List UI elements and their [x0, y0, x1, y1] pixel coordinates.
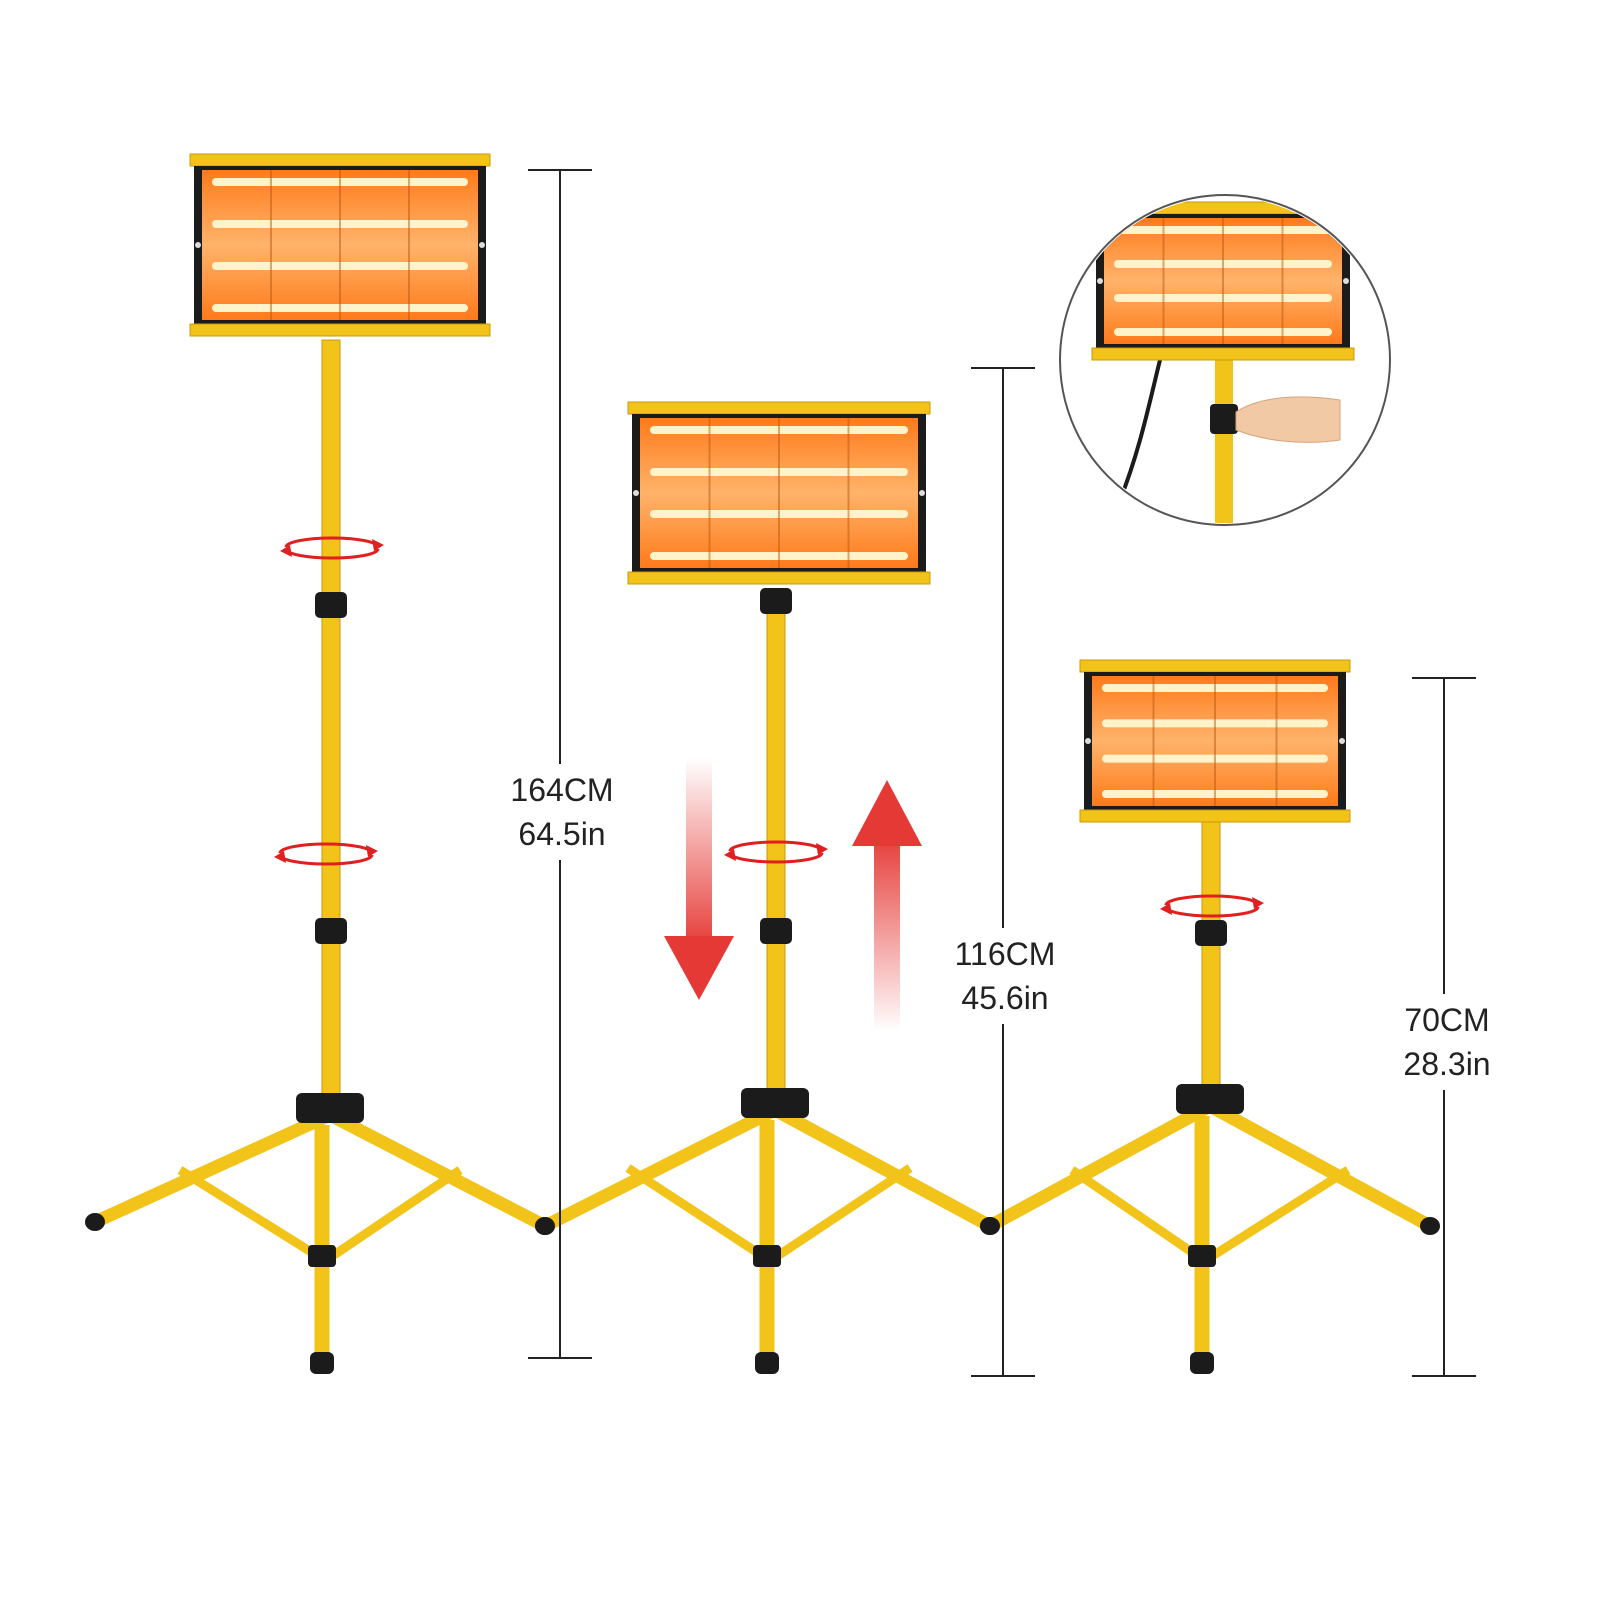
left-tripod-hub [296, 1093, 364, 1123]
dimension-cm-116: 116CM [954, 936, 1056, 972]
detail-hand [1235, 396, 1341, 443]
dimension-in-164: 64.5in [518, 816, 606, 852]
right-pole-lock-knob [1195, 920, 1227, 946]
left-pole [321, 339, 341, 1116]
up-arrow-shaft [874, 842, 900, 1032]
middle-rotate-arrow-icon [724, 840, 828, 864]
left-pole-lock-knob [315, 918, 347, 944]
middle-heater-stand [535, 401, 1000, 1374]
right-tripod-hub [1176, 1084, 1244, 1114]
left-brace-right [331, 1166, 463, 1259]
left-screw [195, 242, 201, 248]
left-rotate-head-left [280, 545, 292, 557]
middle-leg-right [768, 1103, 997, 1233]
detail-lens-content [1091, 201, 1355, 523]
middle-pole [766, 594, 786, 1111]
middle-heater-head [627, 401, 931, 585]
middle-leg-left [538, 1103, 782, 1233]
left-rotate-head-right [372, 539, 384, 551]
left-rotate-head-right [366, 845, 378, 857]
right-rotate-head-right [1252, 897, 1264, 909]
right-heater-head [1079, 659, 1351, 823]
left-rotate-head-left [274, 851, 286, 863]
right-heater-stand [980, 659, 1440, 1374]
left-foot-left [85, 1213, 105, 1231]
detail-power-cord [1118, 359, 1162, 501]
right-head-bottom-bar [1079, 809, 1351, 823]
middle-foot-left [535, 1217, 555, 1235]
left-pole-lock-knob [315, 592, 347, 618]
middle-screw [633, 490, 639, 496]
dimension-label-116: 116CM 45.6in [943, 928, 1067, 1024]
detail-head-bottom-bar [1091, 347, 1355, 361]
left-leg-left [88, 1108, 337, 1229]
dimension-cm-70: 70CM [1404, 1002, 1490, 1038]
left-heater-stand [85, 153, 555, 1374]
left-brace-left [177, 1166, 319, 1259]
middle-rotate-head-right [816, 843, 828, 855]
right-leg-left [983, 1099, 1217, 1233]
right-brace-left [1069, 1166, 1199, 1259]
middle-rotate-head-left [724, 849, 736, 861]
right-screw [1339, 738, 1345, 744]
down-arrow-shaft [686, 758, 712, 940]
left-leg-right [323, 1108, 552, 1233]
right-screw [1085, 738, 1091, 744]
down-arrow-icon [664, 936, 734, 1000]
right-brace-collar [1188, 1245, 1216, 1267]
dimension-cm-164: 164CM [510, 772, 614, 808]
dimension-in-116: 45.6in [961, 980, 1049, 1016]
left-foot-front [310, 1352, 334, 1374]
middle-brace-left [625, 1164, 764, 1259]
left-brace-collar [308, 1245, 336, 1267]
right-rotate-head-left [1160, 903, 1172, 915]
right-pole [1201, 819, 1221, 1107]
left-head-bottom-bar [189, 323, 491, 337]
dimension-label-164: 164CM 64.5in [500, 764, 624, 860]
right-foot-front [1190, 1352, 1214, 1374]
middle-pole-lock-knob [760, 918, 792, 944]
detail-lock-knob [1210, 404, 1238, 434]
up-arrow-icon [852, 780, 922, 846]
detail-screw [1343, 278, 1349, 284]
mid-dimension-line [971, 367, 1035, 1377]
middle-head-bottom-bar [627, 571, 931, 585]
middle-tripod-hub [741, 1088, 809, 1118]
detail-heater-head [1091, 201, 1355, 361]
left-head-top-bar [189, 153, 491, 167]
middle-head-top-bar [627, 401, 931, 415]
right-brace-right [1211, 1166, 1351, 1259]
right-rotate-arrow-icon [1160, 894, 1264, 918]
middle-brace-collar [753, 1245, 781, 1267]
middle-foot-front [755, 1352, 779, 1374]
left-heater-head [189, 153, 491, 337]
left-screw [479, 242, 485, 248]
right-foot-right [1420, 1217, 1440, 1235]
dimension-in-70: 28.3in [1403, 1046, 1491, 1082]
height-lock-detail-icon [1059, 194, 1391, 526]
middle-pole-lock-knob [760, 588, 792, 614]
right-foot-left [980, 1217, 1000, 1235]
detail-screw [1097, 278, 1103, 284]
middle-brace-right [776, 1164, 913, 1259]
detail-head-top-bar [1091, 201, 1355, 215]
left-rotate-arrow-icon [274, 842, 378, 866]
left-rotate-arrow-icon [280, 536, 384, 560]
right-head-top-bar [1079, 659, 1351, 673]
middle-screw [919, 490, 925, 496]
dimension-label-70: 70CM 28.3in [1385, 994, 1509, 1090]
detail-pole [1215, 350, 1233, 523]
right-leg-right [1203, 1099, 1437, 1233]
